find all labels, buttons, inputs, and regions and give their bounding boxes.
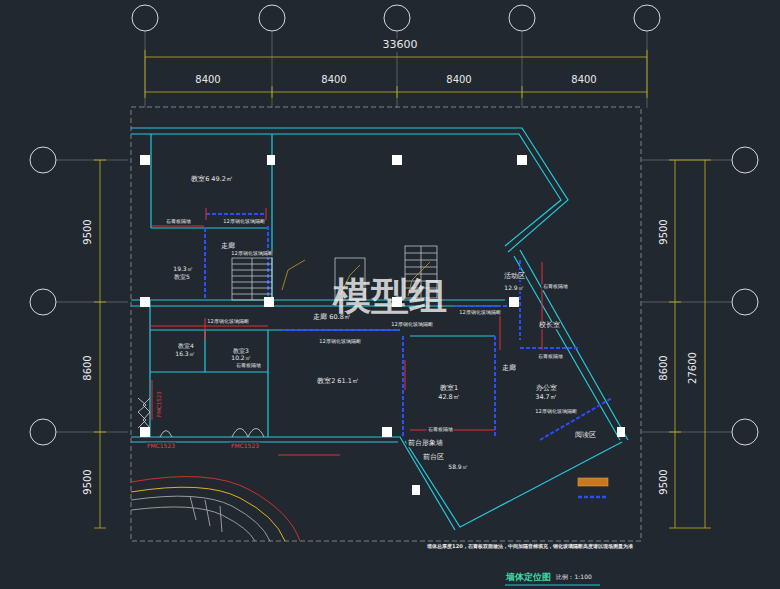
room-name: 教室4 bbox=[177, 343, 195, 350]
wall-type: 12厚钢化玻璃隔断 bbox=[222, 219, 265, 225]
wall-name: 前台形象墙 bbox=[407, 440, 444, 447]
wall-type: 石膏板隔墙 bbox=[165, 219, 192, 225]
room-name: 教室3 bbox=[232, 348, 250, 355]
dimension: 8600 bbox=[82, 354, 94, 381]
wall-type: 12厚钢化玻璃隔断 bbox=[230, 251, 273, 257]
room-name: 前台区 bbox=[422, 454, 445, 461]
dimension: 8600 bbox=[658, 354, 670, 381]
dimension: 9500 bbox=[658, 218, 670, 245]
wall-type: 石膏板隔墙 bbox=[537, 354, 564, 360]
wall-type: 12厚钢化玻璃隔断 bbox=[318, 339, 361, 345]
room-area: 34.7㎡ bbox=[534, 394, 557, 401]
dimension: 27600 bbox=[687, 351, 699, 385]
room-area: 16.3㎡ bbox=[174, 351, 195, 358]
dimension: 9500 bbox=[82, 468, 94, 495]
dimension: 9500 bbox=[82, 218, 94, 245]
drawing-title: 墙体定位图 bbox=[505, 572, 552, 582]
note: 墙体总厚度120，石膏板双面做法，中间加隔音棉填充，钢化玻璃隔断高度请以现场测量… bbox=[426, 544, 634, 550]
wall-type: 12厚钢化玻璃隔断 bbox=[390, 322, 433, 328]
room-name: 阅读区 bbox=[574, 432, 597, 439]
room-area: 19.3㎡ bbox=[172, 266, 193, 273]
room-area: 12.9㎡ bbox=[503, 285, 524, 292]
dimension: 9500 bbox=[658, 468, 670, 495]
wall-type: 石膏板隔墙 bbox=[427, 427, 454, 433]
door-code: FMC1523 bbox=[156, 390, 162, 418]
room-name: 教室6 49.2㎡ bbox=[190, 176, 234, 183]
room-area: 58.9㎡ bbox=[447, 464, 468, 471]
room-area: 10.2㎡ bbox=[230, 355, 251, 362]
dimension: 8400 bbox=[570, 74, 597, 86]
room-name: 走廊 bbox=[501, 365, 517, 372]
room-area: 42.8㎡ bbox=[437, 394, 460, 401]
wall-type: 石膏板隔墙 bbox=[542, 284, 569, 290]
room-name: 办公室 bbox=[535, 385, 558, 392]
dimension: 8400 bbox=[320, 74, 347, 86]
door-code: FMC1523 bbox=[146, 443, 176, 450]
scale-note: 比例：1:100 bbox=[555, 574, 592, 581]
wall-type: 12厚钢化玻璃隔断 bbox=[458, 310, 501, 316]
wall-type: 石膏板隔墙 bbox=[235, 363, 262, 369]
dimension: 8400 bbox=[445, 74, 472, 86]
wall-type: 12厚钢化玻璃隔断 bbox=[206, 319, 249, 325]
room-name: 教室1 bbox=[439, 385, 459, 392]
dimension: 8400 bbox=[194, 74, 221, 86]
room-name: 走廊 bbox=[220, 243, 236, 250]
wall-type: 12厚钢化玻璃隔断 bbox=[534, 409, 577, 415]
dimension: 33600 bbox=[382, 39, 419, 52]
room-name: 活动区 bbox=[503, 273, 526, 280]
room-name: 教室5 bbox=[173, 274, 191, 281]
watermark: 模型组 bbox=[332, 275, 448, 319]
room-name: 教室2 61.1㎡ bbox=[316, 378, 360, 385]
room-name: 校长室 bbox=[538, 322, 561, 329]
door-code: FMC1523 bbox=[230, 443, 260, 450]
